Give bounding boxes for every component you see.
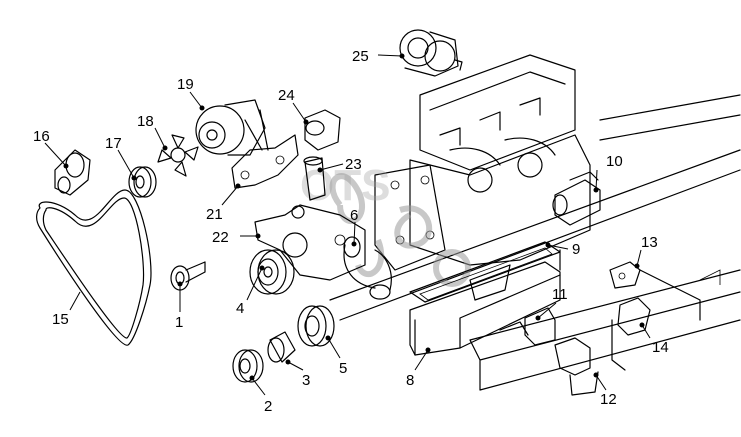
callout-6: 6 (350, 207, 358, 224)
part-water-pump (254, 204, 366, 281)
part-frame-bracket (609, 261, 641, 289)
callout-5: 5 (339, 360, 347, 377)
watermark: OTS (300, 161, 471, 287)
callout-14: 14 (652, 339, 669, 356)
part-pulley (297, 305, 335, 347)
callout-25: 25 (352, 48, 369, 65)
part-starter-motor (552, 171, 601, 226)
part-alternator (195, 99, 266, 156)
callout-8: 8 (406, 372, 414, 389)
callout-15: 16 (33, 128, 50, 145)
engine-block (374, 54, 591, 271)
callout-21: 21 (206, 206, 223, 223)
callout-3: 3 (302, 372, 310, 389)
part-idler-pulley (128, 166, 157, 198)
part-turbocharger (399, 29, 463, 77)
part-oil-pan-gasket (409, 241, 561, 303)
callout-11: 11 (552, 286, 568, 303)
part-mount-bracket (499, 307, 556, 346)
part-thermostat-housing (303, 109, 341, 151)
part-oil-pan (409, 261, 561, 356)
watermark-text: OTS (300, 161, 390, 210)
part-damper (232, 349, 264, 383)
callout-17: 17 (105, 135, 122, 152)
leader-lines (44, 54, 651, 396)
callout-4: 4 (236, 300, 244, 317)
callout-19: 19 (177, 76, 194, 93)
callout-16: 15 (52, 311, 69, 328)
callout-1: 1 (175, 314, 183, 331)
chassis-frame (329, 94, 741, 391)
callout-labels: 25 24 23 19 18 17 16 21 22 6 10 9 13 14 … (33, 48, 669, 415)
part-hub (267, 331, 296, 365)
callout-12: 12 (600, 391, 617, 408)
part-engine-mount (554, 337, 599, 396)
callout-18: 18 (137, 113, 154, 130)
callout-24: 24 (278, 87, 295, 104)
part-tensioner (54, 149, 91, 196)
part-crankshaft-pulley (249, 249, 295, 295)
callout-22: 22 (212, 229, 229, 246)
callout-9: 9 (572, 241, 580, 258)
part-drive-belt (36, 189, 152, 346)
part-bolt (170, 261, 206, 291)
part-fan (157, 134, 199, 177)
part-pipe-fitting (343, 236, 392, 300)
part-support (611, 297, 651, 371)
callout-2: 2 (264, 398, 272, 415)
callout-13: 13 (641, 234, 658, 251)
callout-23: 23 (345, 156, 362, 173)
part-alternator-bracket (231, 109, 299, 189)
callout-10: 10 (606, 153, 623, 170)
